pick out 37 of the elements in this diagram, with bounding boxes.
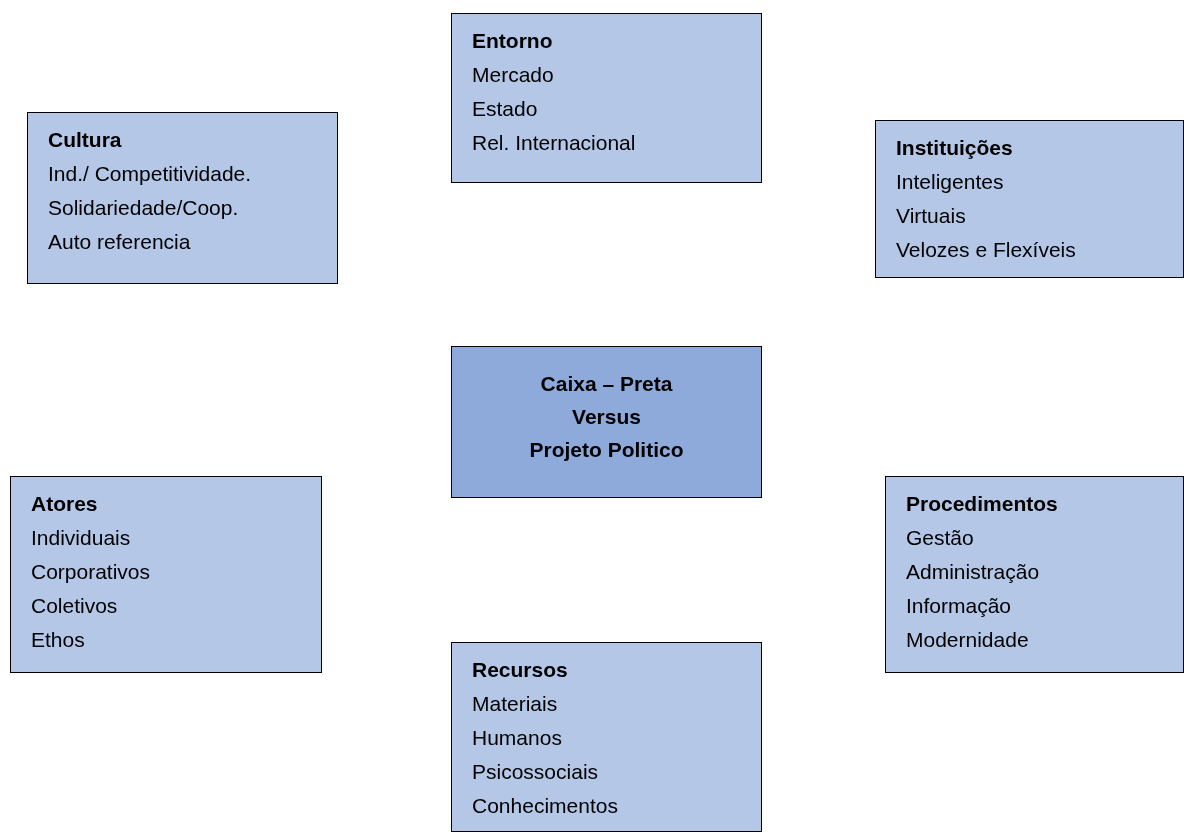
list-item: Humanos — [472, 725, 563, 751]
list-item: Administração — [906, 559, 1041, 585]
category-box — [451, 13, 762, 183]
list-item: Mercado — [472, 62, 555, 88]
category-box — [451, 642, 762, 832]
category-box — [885, 476, 1184, 673]
list-item: Informação — [906, 593, 1013, 619]
list-item: Estado — [472, 96, 539, 122]
list-item: Psicossociais — [472, 759, 600, 785]
box-heading: Cultura — [48, 127, 123, 153]
list-item: Ethos — [31, 627, 86, 653]
list-item: Solidariedade/Coop. — [48, 195, 240, 221]
list-item: Ind./ Competitividade. — [48, 161, 253, 187]
list-item: Materiais — [472, 691, 559, 717]
central-title-line: Versus — [572, 404, 641, 430]
category-box — [27, 112, 338, 284]
list-item: Modernidade — [906, 627, 1030, 653]
list-item: Coletivos — [31, 593, 119, 619]
list-item: Virtuais — [896, 203, 967, 229]
box-heading: Atores — [31, 491, 99, 517]
list-item: Inteligentes — [896, 169, 1005, 195]
box-heading: Instituições — [896, 135, 1014, 161]
box-heading: Procedimentos — [906, 491, 1059, 517]
category-box — [10, 476, 322, 673]
list-item: Velozes e Flexíveis — [896, 237, 1077, 263]
central-title-line: Projeto Politico — [529, 437, 684, 463]
box-heading: Recursos — [472, 657, 569, 683]
list-item: Auto referencia — [48, 229, 192, 255]
central-box — [451, 346, 762, 498]
box-heading: Entorno — [472, 28, 554, 54]
list-item: Conhecimentos — [472, 793, 619, 819]
list-item: Gestão — [906, 525, 975, 551]
central-title-line: Caixa – Preta — [540, 371, 673, 397]
list-item: Rel. Internacional — [472, 130, 637, 156]
list-item: Individuais — [31, 525, 132, 551]
category-box — [875, 120, 1184, 278]
list-item: Corporativos — [31, 559, 152, 585]
